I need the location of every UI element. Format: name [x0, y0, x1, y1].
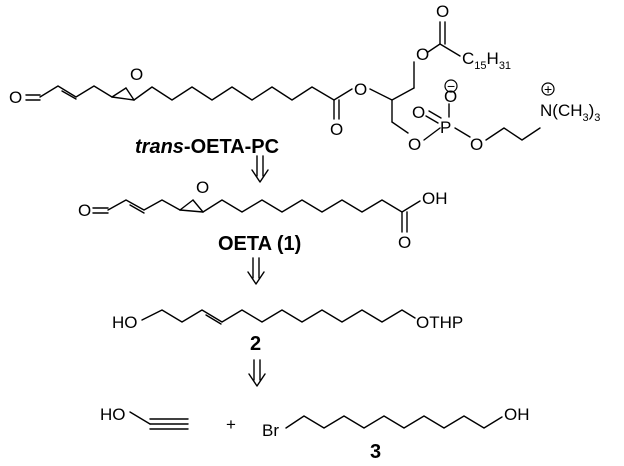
negative-charge-circle: [444, 79, 458, 93]
thp-ether: OTHP: [416, 313, 463, 332]
retrosynthesis-arrow-2: [247, 257, 265, 285]
acyl-carbonyl-oxygen: O: [436, 2, 449, 21]
hydroxyl-group: HO: [100, 405, 126, 424]
hydroxyl-group: HO: [112, 313, 138, 332]
retrosynthesis-arrow-1: [251, 155, 269, 183]
hydroxyl-group: OH: [504, 405, 530, 424]
compound-name-2: 2: [250, 333, 261, 355]
acyl-chain-label: C15H31: [462, 49, 511, 72]
acid-carbonyl-oxygen: O: [398, 233, 411, 252]
compound-propargyl-alcohol: HO: [100, 405, 189, 430]
compound-name-trans-oeta-pc: trans-OETA-PC: [135, 136, 279, 158]
acid-hydroxyl: OH: [422, 189, 448, 208]
positive-charge: +: [544, 81, 552, 97]
acyl-oxygen: O: [416, 45, 429, 64]
retrosynthesis-arrow-3: [248, 359, 266, 387]
compound-name-3: 3: [370, 441, 381, 463]
phosphate-oxygen-2: O: [470, 135, 483, 154]
compound-oeta: O O OH O: [78, 178, 448, 252]
compound-2: HO OTHP: [112, 309, 463, 332]
bromine-atom: Br: [262, 421, 279, 440]
phosphate-double-oxygen: O: [412, 103, 425, 122]
ester-oxygen: O: [354, 80, 367, 99]
epoxide-oxygen: O: [196, 178, 209, 197]
compound-trans-oeta-pc: O O O O O O C15H31 O P O O: [9, 2, 600, 154]
ammonium-group: N(CH3)3: [540, 101, 600, 124]
negative-charge: −: [447, 78, 455, 94]
compound-name-oeta: OETA (1): [218, 233, 301, 255]
positive-charge-circle: [541, 82, 555, 96]
aldehyde-oxygen: O: [9, 88, 22, 107]
compound-3: Br OH: [262, 405, 530, 440]
aldehyde-oxygen: O: [78, 201, 91, 220]
plus-sign: +: [226, 415, 236, 434]
phosphate-oxygen-1: O: [408, 135, 421, 154]
epoxide-oxygen: O: [130, 65, 143, 84]
ester-carbonyl-oxygen: O: [330, 120, 343, 139]
phosphorus: P: [440, 118, 451, 137]
